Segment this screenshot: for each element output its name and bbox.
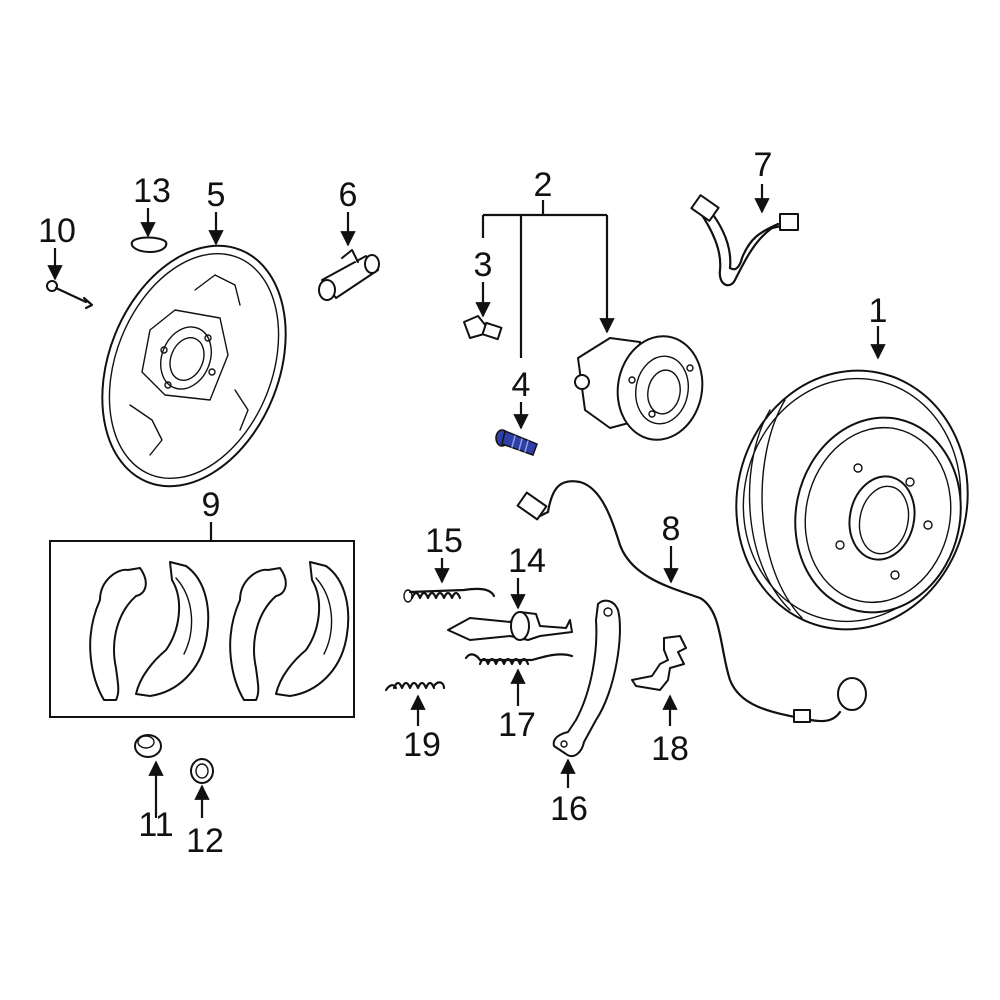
brake-adjuster[interactable] bbox=[447, 611, 573, 641]
brake-hose[interactable] bbox=[690, 194, 799, 287]
callout-16: 16 bbox=[550, 790, 588, 828]
callout-10: 10 bbox=[38, 212, 76, 250]
brake-drum[interactable] bbox=[712, 349, 991, 651]
callout-9: 9 bbox=[202, 486, 221, 524]
strut-bracket[interactable] bbox=[631, 635, 687, 691]
lower-spring[interactable] bbox=[384, 681, 446, 692]
wheel-cylinder[interactable] bbox=[318, 249, 380, 301]
callout-1: 1 bbox=[869, 292, 888, 330]
washer[interactable] bbox=[190, 758, 214, 784]
callout-12: 12 bbox=[186, 822, 224, 860]
callout-19: 19 bbox=[403, 726, 441, 764]
hub-bolt[interactable] bbox=[463, 315, 503, 341]
callout-15: 15 bbox=[425, 522, 463, 560]
callout-14: 14 bbox=[508, 542, 546, 580]
access-plug[interactable] bbox=[130, 236, 168, 253]
wheel-stud-highlighted[interactable] bbox=[495, 429, 538, 456]
callout-3: 3 bbox=[474, 246, 493, 284]
spring-cup[interactable] bbox=[134, 734, 162, 758]
leader-lines bbox=[47, 184, 886, 818]
callout-6: 6 bbox=[339, 176, 358, 214]
upper-return-spring[interactable] bbox=[403, 587, 496, 603]
parking-brake-lever[interactable] bbox=[552, 599, 621, 758]
brake-shoes-group-box bbox=[49, 540, 355, 718]
callout-17: 17 bbox=[498, 706, 536, 744]
brake-shoe-set[interactable] bbox=[89, 561, 350, 701]
callout-18: 18 bbox=[651, 730, 689, 768]
callout-8: 8 bbox=[662, 510, 681, 548]
brake-line[interactable] bbox=[516, 480, 867, 723]
adjuster-spring[interactable] bbox=[464, 653, 574, 666]
backing-plate[interactable] bbox=[68, 218, 319, 513]
callout-13: 13 bbox=[133, 172, 171, 210]
callout-7: 7 bbox=[754, 146, 773, 184]
callout-11: 11 bbox=[138, 806, 173, 844]
callout-5: 5 bbox=[207, 176, 226, 214]
callout-4: 4 bbox=[512, 366, 531, 404]
callout-labels: 1 2 3 4 5 6 7 8 9 10 11 12 13 14 15 16 1… bbox=[38, 146, 887, 860]
callout-2: 2 bbox=[534, 166, 553, 204]
hold-down-pin[interactable] bbox=[46, 280, 94, 310]
hub-bearing-assembly[interactable] bbox=[574, 329, 710, 446]
